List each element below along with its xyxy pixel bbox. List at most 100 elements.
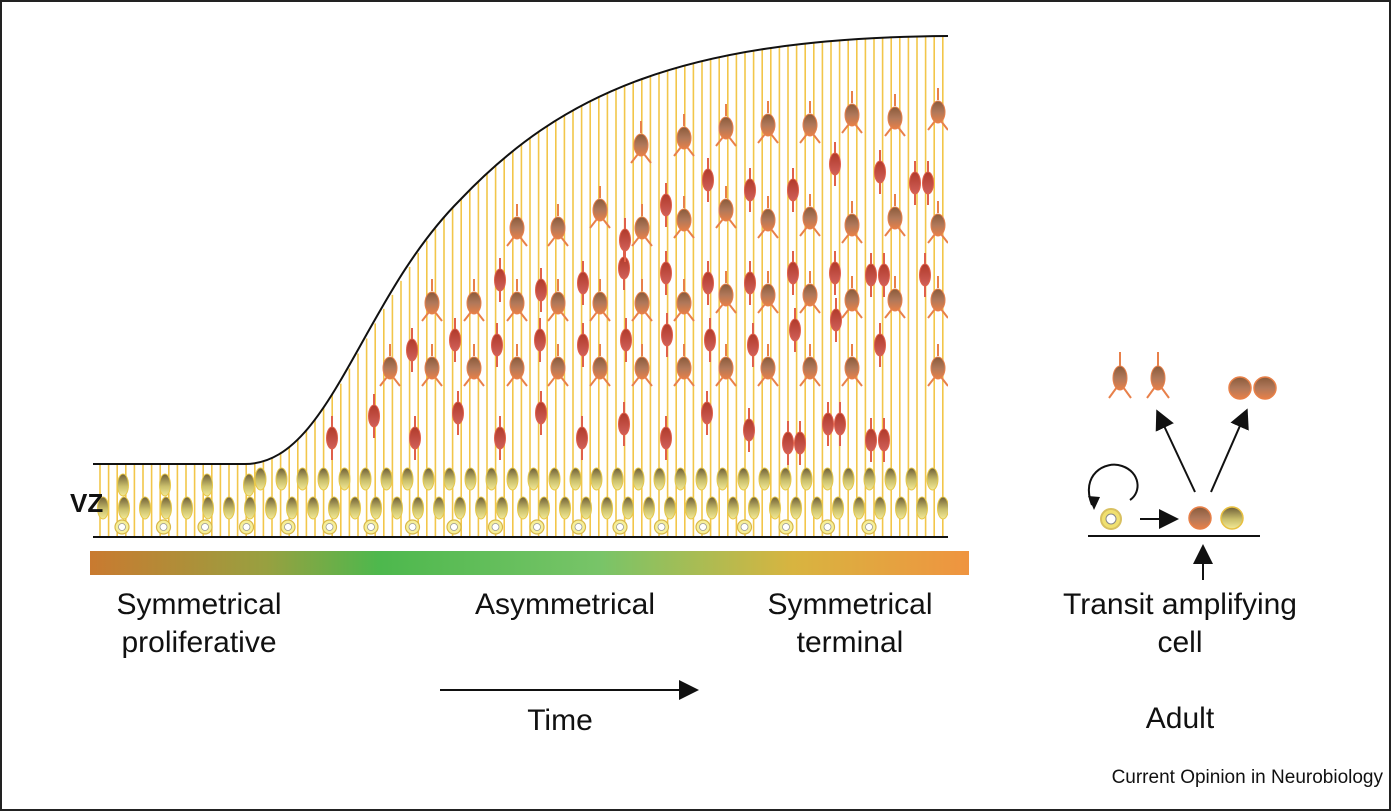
mature-neuron (718, 116, 734, 140)
neuron-basal-dendrite (589, 218, 598, 229)
neuron-basal-dendrite (589, 311, 598, 322)
progenitor-cell (391, 496, 403, 520)
neuron-basal-dendrite (757, 376, 766, 387)
neuron-basal-dendrite (897, 126, 906, 137)
progenitor-cell (916, 496, 928, 520)
neuron-basal-dendrite (506, 311, 515, 322)
migrating-neuron (794, 431, 806, 455)
mature-neuron (930, 213, 946, 237)
progenitor-cell (779, 467, 792, 491)
mature-neuron (466, 291, 482, 315)
adult-neuron-dendrite (1108, 386, 1118, 399)
mature-neuron (424, 356, 440, 380)
neurons-layer (326, 88, 948, 465)
progenitor-cell (842, 467, 855, 491)
migrating-neuron (704, 328, 716, 352)
migrating-neuron (661, 323, 673, 347)
dividing-cell-nucleus (450, 523, 458, 531)
neuron-basal-dendrite (927, 120, 936, 131)
symmetrical-terminal-label: Symmetrical terminal (767, 588, 933, 659)
progenitor-cell (706, 496, 718, 520)
progenitor-cell (307, 496, 319, 520)
progenitor-cell (601, 496, 613, 520)
neuron-basal-dendrite (686, 146, 695, 157)
mature-neuron (676, 356, 692, 380)
neuron-basal-dendrite (757, 228, 766, 239)
neuron-basal-dendrite (854, 123, 863, 134)
progenitor-cell (380, 467, 393, 491)
mature-neuron (887, 288, 903, 312)
progenitor-cell (506, 467, 519, 491)
progenitor-cell (622, 496, 634, 520)
vz-label: VZ (70, 488, 104, 518)
migrating-neuron (326, 426, 338, 450)
migrating-neuron (834, 412, 846, 436)
progenitor-cell (485, 467, 498, 491)
dividing-cell-nucleus (574, 523, 583, 531)
progenitor-cell (853, 496, 865, 520)
neuron-basal-dendrite (506, 376, 515, 387)
journal-credit: Current Opinion in Neurobiology (1111, 767, 1383, 788)
migrating-neuron (619, 228, 631, 252)
mature-neuron (676, 291, 692, 315)
mature-neuron (844, 288, 860, 312)
progenitor-cell (244, 496, 256, 520)
mature-neuron (424, 291, 440, 315)
progenitor-cell (201, 473, 213, 497)
migrating-neuron (787, 178, 799, 202)
mature-neuron (844, 103, 860, 127)
self-renewal-loop (1087, 463, 1139, 506)
neuron-basal-dendrite (421, 376, 430, 387)
mature-neuron (466, 356, 482, 380)
progenitor-cell (580, 496, 592, 520)
progenitor-cell (496, 496, 508, 520)
time-gradient-bar (90, 551, 969, 575)
neuron-basal-dendrite (841, 123, 850, 134)
symmetrical-proliferative-label: Symmetrical proliferative (116, 588, 282, 659)
mature-neuron (718, 356, 734, 380)
progenitor-cell (748, 496, 760, 520)
progenitor-cell (401, 467, 414, 491)
neuron-basal-dendrite (434, 311, 443, 322)
neuron-basal-dendrite (644, 376, 653, 387)
adult-glia-2 (1253, 376, 1277, 400)
migrating-neuron (865, 263, 877, 287)
neuron-basal-dendrite (770, 376, 779, 387)
neuron-basal-dendrite (630, 153, 639, 164)
progenitor-cell (359, 467, 372, 491)
mature-neuron (760, 208, 776, 232)
neuron-basal-dendrite (560, 236, 569, 247)
adult-neurons (1108, 352, 1170, 399)
mature-neuron (718, 283, 734, 307)
progenitor-cell (800, 467, 813, 491)
progenitor-cell (811, 496, 823, 520)
neuron-basal-dendrite (673, 146, 682, 157)
neuron-basal-dendrite (770, 228, 779, 239)
dividing-cell-nucleus (118, 523, 126, 531)
migrating-neuron (865, 428, 877, 452)
time-label: Time (527, 704, 593, 737)
stem-cell-nucleus (1105, 513, 1117, 525)
neuron-basal-dendrite (602, 311, 611, 322)
dividing-cell-nucleus (242, 523, 251, 531)
dividing-cell-nucleus (782, 523, 790, 531)
mature-neuron (509, 216, 525, 240)
progenitor-cell (422, 467, 435, 491)
neuron-basal-dendrite (602, 376, 611, 387)
mature-neuron (509, 291, 525, 315)
migrating-neuron (406, 338, 418, 362)
mature-neuron (760, 283, 776, 307)
neuron-basal-dendrite (884, 308, 893, 319)
adult-glia-1 (1228, 376, 1252, 400)
progenitor-cell (139, 496, 151, 520)
vz-progenitors (97, 467, 948, 535)
mature-neuron (802, 206, 818, 230)
neuron-basal-dendrite (560, 311, 569, 322)
neuron-basal-dendrite (854, 233, 863, 244)
neuron-basal-dendrite (631, 236, 640, 247)
progenitor-cell (653, 467, 666, 491)
neuron-basal-dendrite (715, 136, 724, 147)
mature-neuron (930, 356, 946, 380)
